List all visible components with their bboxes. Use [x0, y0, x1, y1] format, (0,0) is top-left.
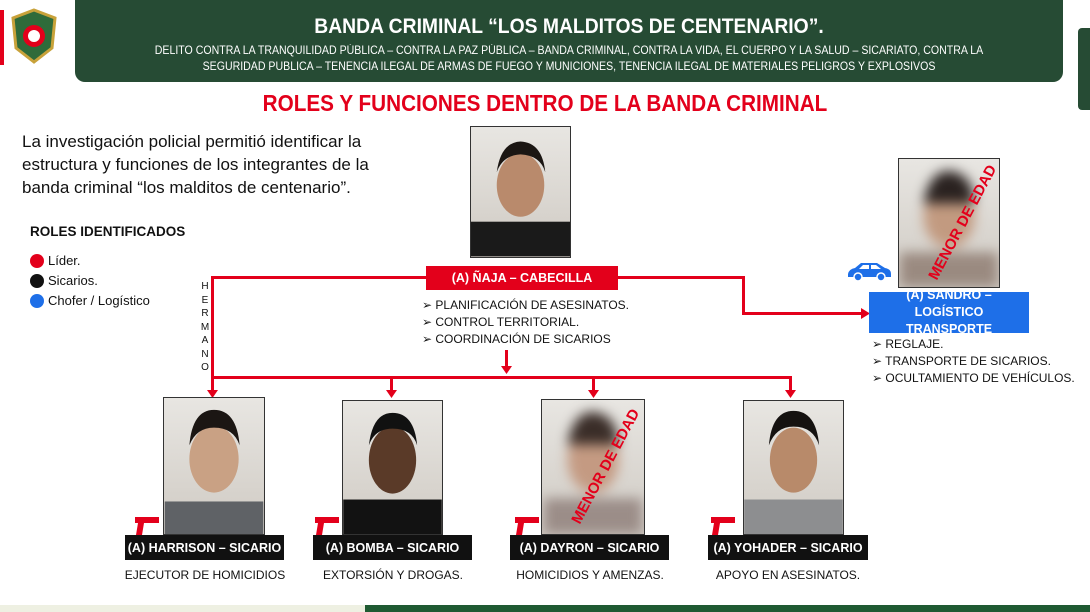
connector-line — [789, 376, 792, 390]
section-title: ROLES Y FUNCIONES DENTRO DE LA BANDA CRI… — [262, 90, 828, 116]
gun-icon — [710, 516, 736, 541]
gun-icon — [134, 516, 160, 541]
header-subtitle: DELITO CONTRA LA TRANQUILIDAD PÚBLICA – … — [154, 45, 984, 73]
sicario-label: (A) YOHADER – SICARIO — [708, 535, 868, 560]
legend-title: ROLES IDENTIFICADOS — [30, 224, 186, 239]
header-title: BANDA CRIMINAL “LOS MALDITOS DE CENTENAR… — [314, 15, 824, 38]
sicario-photo-dayron: MENOR DE EDAD — [541, 399, 645, 535]
connector-line — [742, 312, 862, 315]
sicario-label: (A) HARRISON – SICARIO — [125, 535, 284, 560]
legend-label: Chofer / Logístico — [48, 293, 150, 308]
connector-line — [212, 276, 426, 279]
intro-text: La investigación policial permitió ident… — [22, 132, 369, 197]
logistic-label: (A) SANDRO – LOGÍSTICO TRANSPORTE — [869, 288, 1029, 336]
car-icon — [845, 260, 893, 287]
sicario-photo-harrison — [163, 397, 265, 535]
sicario-label: (A) DAYRON – SICARIO — [510, 535, 669, 560]
gun-icon — [514, 516, 540, 541]
function-item: ➢ COORDINACIÓN DE SICARIOS — [422, 332, 611, 346]
function-item: ➢ REGLAJE. — [872, 337, 944, 351]
legend-label: Líder. — [48, 253, 81, 268]
function-item: ➢ TRANSPORTE DE SICARIOS. — [872, 354, 1051, 368]
gun-icon — [314, 516, 340, 541]
left-red-marks — [0, 10, 4, 65]
blue-dot-icon — [30, 293, 44, 308]
legend-item-leader: Líder. — [30, 253, 81, 268]
logistic-photo: MENOR DE EDAD — [898, 158, 1000, 288]
connector-line — [390, 376, 393, 390]
sicario-description: APOYO EN ASESINATOS. — [715, 568, 861, 582]
leader-photo — [470, 126, 571, 258]
sicario-description: EJECUTOR DE HOMICIDIOS — [124, 568, 286, 582]
footer-bar-green — [365, 605, 1090, 612]
right-green-tab — [1078, 28, 1090, 110]
black-dot-icon — [30, 273, 44, 288]
function-item: ➢ CONTROL TERRITORIAL. — [422, 315, 580, 329]
legend-item-logistic: Chofer / Logístico — [30, 293, 150, 308]
sicario-label: (A) BOMBA – SICARIO — [313, 535, 472, 560]
red-dot-icon — [30, 253, 44, 268]
connector-line — [618, 276, 744, 279]
header-banner: BANDA CRIMINAL “LOS MALDITOS DE CENTENAR… — [75, 0, 1063, 82]
legend-item-sicarios: Sicarios. — [30, 273, 98, 288]
sicario-photo-bomba — [342, 400, 443, 535]
leader-label: (A) ÑAJA – CABECILLA — [426, 266, 618, 290]
connector-line — [742, 276, 745, 314]
sicario-description: EXTORSIÓN Y DROGAS. — [322, 568, 464, 582]
function-item: ➢ PLANIFICACIÓN DE ASESINATOS. — [422, 298, 629, 312]
connector-line — [505, 350, 508, 368]
leader-functions: ➢ PLANIFICACIÓN DE ASESINATOS. ➢ CONTROL… — [422, 297, 629, 348]
connector-line — [211, 276, 214, 391]
connector-line — [592, 376, 595, 390]
police-logo — [10, 8, 58, 64]
legend-label: Sicarios. — [48, 273, 98, 288]
sicario-photo-yohader — [743, 400, 844, 535]
function-item: ➢ OCULTAMIENTO DE VEHÍCULOS. — [872, 371, 1075, 385]
footer-bar-light — [0, 605, 365, 612]
sicario-description: HOMICIDIOS Y AMENZAS. — [516, 568, 664, 582]
logistic-functions: ➢ REGLAJE. ➢ TRANSPORTE DE SICARIOS. ➢ O… — [872, 336, 1075, 387]
connector-line — [212, 376, 792, 379]
